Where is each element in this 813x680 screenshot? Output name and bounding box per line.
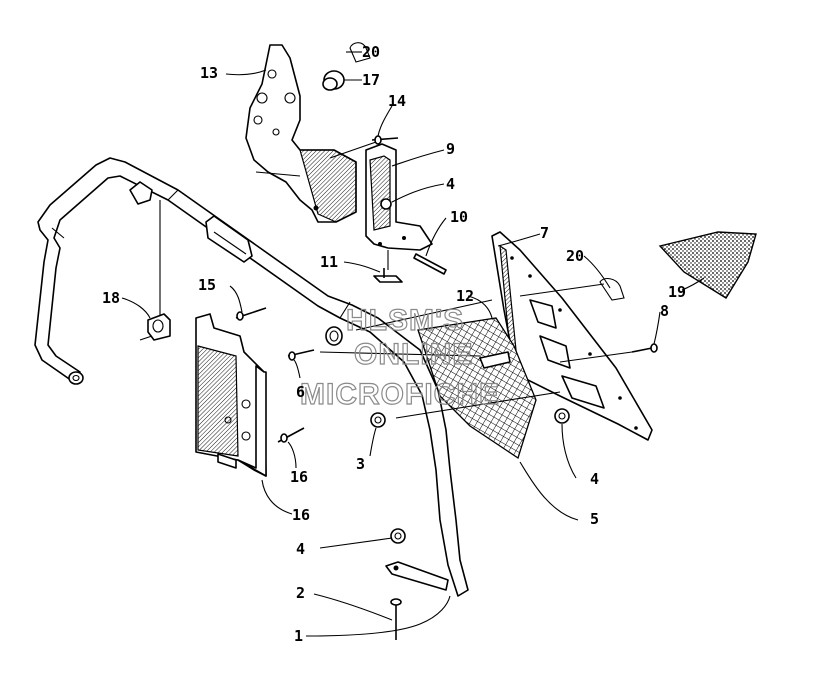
callout-18: 16 (292, 506, 310, 524)
callout-15: 14 (388, 92, 406, 110)
callout-14: 13 (200, 64, 218, 82)
callout-4-bottom: 4 (296, 540, 305, 558)
callout-11: 9 (446, 140, 455, 158)
nut-4-right (554, 408, 570, 424)
callout-6: 7 (540, 224, 549, 242)
grommet-17 (322, 70, 345, 91)
watermark: HLSM'S ONLINE MICROFICHE (299, 303, 500, 411)
screw-10 (631, 343, 658, 353)
clip-20-top (349, 42, 371, 63)
watermark-line-2: ONLINE (354, 338, 473, 371)
rivet-15 (371, 135, 399, 145)
rivet-16-bottom (277, 427, 305, 443)
callout-4-right: 4 (590, 470, 599, 488)
bumper-bracket (129, 181, 153, 205)
watermark-line-3: MICROFICHE (300, 378, 500, 411)
lower-panel-18 (195, 313, 267, 477)
foam-pad-9 (658, 231, 757, 299)
callout-20-right: 20 (566, 247, 584, 265)
callout-8: 12 (456, 287, 474, 305)
alignment-lines (139, 141, 633, 419)
callout-5: 5 (590, 510, 599, 528)
bumper-tube (34, 157, 469, 597)
upper-bracket (245, 44, 357, 223)
callout-7: 6 (296, 383, 305, 401)
watermark-line-1: HLSM'S (346, 304, 464, 337)
callout-2: 2 (296, 584, 305, 602)
bracket-11 (365, 143, 433, 251)
bracket-8 (479, 351, 511, 369)
bolt-7 (287, 349, 315, 361)
rivet-16-top (235, 307, 267, 321)
leader-lines (121, 51, 705, 637)
clip-20-right (599, 277, 625, 301)
callout-16-top: 15 (198, 276, 216, 294)
bolt-2 (390, 598, 402, 640)
bumper-end-bracket (385, 561, 449, 591)
bumper-sleeve (205, 215, 253, 263)
callout-12: 10 (450, 208, 468, 226)
callout-10: 8 (660, 302, 669, 320)
callout-4-upper: 4 (446, 175, 455, 193)
callout-19: 18 (102, 289, 120, 307)
callouts: 13 20 17 14 9 4 10 11 7 20 12 19 8 15 18… (102, 43, 686, 645)
nut-3 (370, 412, 386, 428)
clamp-19 (147, 313, 171, 341)
callout-3: 3 (356, 455, 365, 473)
plate-13 (373, 268, 403, 283)
callout-20-top: 20 (362, 43, 380, 61)
callout-9: 19 (668, 283, 686, 301)
bumper-eye (325, 326, 343, 346)
side-panel-6 (491, 231, 653, 441)
callout-1: 1 (294, 627, 303, 645)
callout-17: 17 (362, 71, 380, 89)
callout-16-bottom: 16 (290, 468, 308, 486)
nut-4-bottom (390, 528, 406, 544)
callout-13: 11 (320, 253, 338, 271)
bolt-12 (413, 253, 447, 275)
